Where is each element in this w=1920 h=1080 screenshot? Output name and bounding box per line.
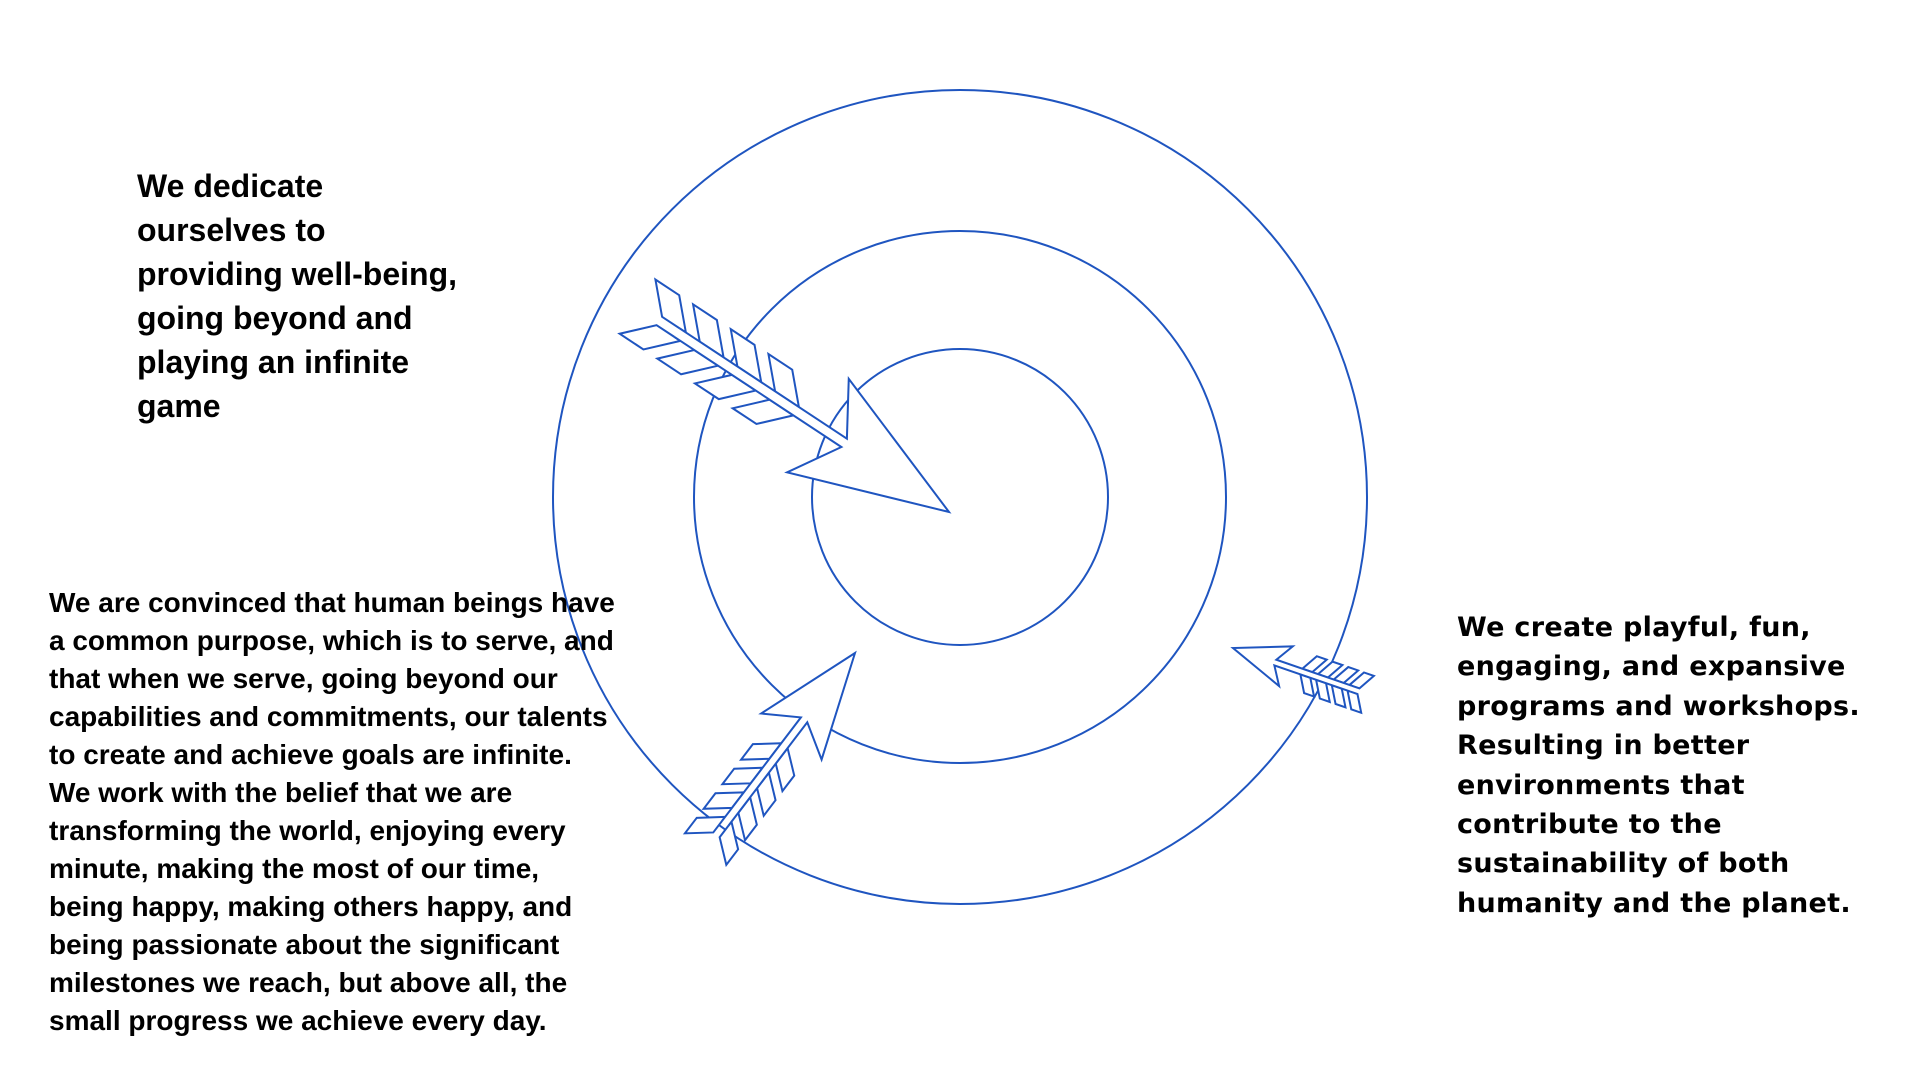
text-line: engaging, and expansive [1457, 651, 1846, 683]
text-block-dedication: We dedicate ourselves to providing well-be… [137, 164, 457, 428]
text-line: to create and achieve goals are infinite… [49, 739, 572, 770]
text-line: game [137, 388, 221, 424]
text-line: environments that [1457, 769, 1745, 801]
arrow-top-left-icon [617, 277, 952, 514]
text-line: that when we serve, going beyond our [49, 663, 558, 694]
arrow-right-icon [1230, 645, 1376, 715]
text-line: going beyond and [137, 300, 413, 336]
text-line: We dedicate [137, 168, 324, 204]
text-line: milestones we reach, but above all, the [49, 967, 568, 998]
text-block-purpose: We are convinced that human beings have a… [49, 584, 615, 1040]
arrow-bottom-left-icon [682, 650, 857, 868]
target-middle-ring [693, 230, 1227, 764]
text-line: playing an infinite [137, 344, 410, 380]
text-line: We create playful, fun, [1457, 612, 1811, 643]
text-line: contribute to the [1457, 809, 1722, 841]
target-inner-ring [811, 348, 1109, 646]
text-block-programs: We create playful, fun, engaging, and exp… [1457, 608, 1860, 923]
text-line: programs and workshops. [1457, 690, 1860, 722]
text-line: ourselves to [137, 212, 326, 248]
text-line: minute, making the most of our time, [49, 853, 540, 884]
text-line: providing well-being, [137, 256, 457, 292]
text-line: a common purpose, which is to serve, and [49, 625, 614, 656]
text-line: Resulting in better [1457, 730, 1750, 762]
target-outer-ring [552, 89, 1368, 905]
text-line: capabilities and commitments, our talent… [49, 701, 608, 732]
text-line: being passionate about the significant [49, 929, 560, 960]
text-line: humanity and the planet. [1457, 887, 1851, 919]
text-line: We are convinced that human beings have [49, 587, 615, 618]
text-line: transforming the world, enjoying every [49, 815, 566, 846]
text-line: We work with the belief that we are [49, 777, 513, 808]
text-line: sustainability of both [1457, 848, 1790, 880]
text-line: being happy, making others happy, and [49, 891, 573, 922]
text-line: small progress we achieve every day. [49, 1005, 547, 1036]
